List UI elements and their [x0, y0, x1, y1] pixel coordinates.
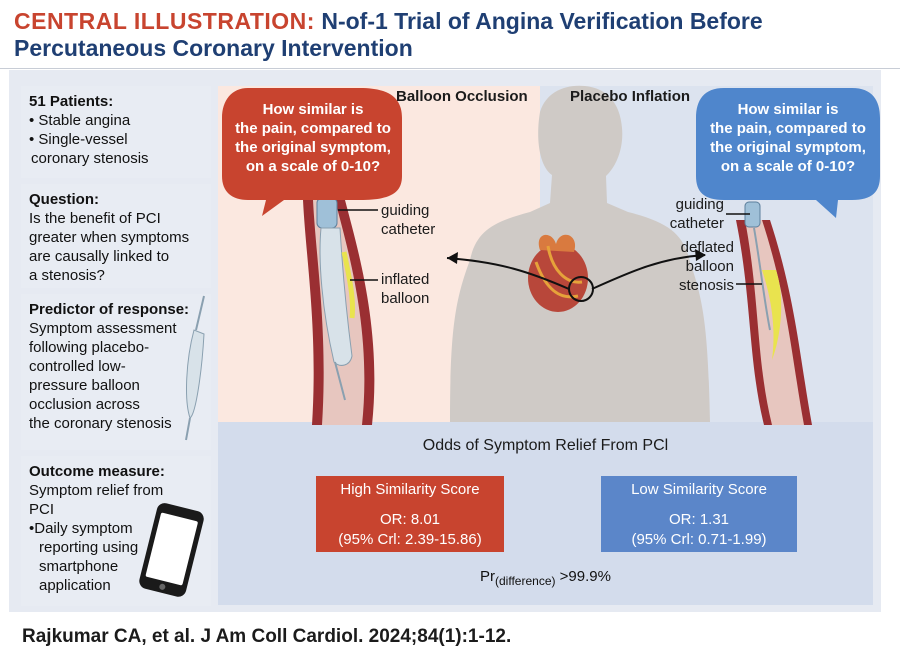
- arrow-right-icon: [591, 249, 706, 290]
- body-silhouette: [450, 85, 710, 423]
- high-or-value: OR: 8.01: [379, 511, 441, 528]
- citation: Rajkumar CA, et al. J Am Coll Cardiol. 2…: [22, 626, 512, 647]
- question-line: greater when symptoms: [29, 229, 190, 246]
- balloon-catheter-icon: [185, 295, 205, 441]
- bubble-right-text: How similar is the pain, compared to the…: [700, 100, 876, 176]
- right-vessel-icon: [736, 201, 812, 425]
- label-line: guiding: [675, 196, 724, 213]
- question-heading: Question:: [29, 191, 99, 208]
- pr-prefix: Pr: [480, 568, 496, 585]
- label-line: balloon: [685, 258, 734, 275]
- patients-heading: 51 Patients:: [29, 93, 114, 110]
- bubble-right-line: on a scale of 0-10?: [720, 158, 856, 175]
- outcome-line: •Daily symptom: [29, 520, 133, 537]
- label-line: catheter: [669, 215, 724, 232]
- outcome-line: PCI: [29, 501, 55, 518]
- low-similarity-box: Low Similarity Score OR: 1.31 (95% Crl: …: [601, 476, 797, 552]
- patients-item: coronary stenosis: [31, 150, 149, 167]
- patients-item: • Stable angina: [29, 112, 131, 129]
- low-similarity-heading: Low Similarity Score: [631, 481, 767, 498]
- outcome-heading: Outcome measure:: [29, 463, 165, 480]
- left-vessel-icon: [303, 197, 375, 425]
- question-line: Is the benefit of PCI: [29, 210, 161, 227]
- question-line: are causally linked to: [29, 248, 170, 265]
- title-lead: CENTRAL ILLUSTRATION:: [14, 8, 315, 34]
- inflated-balloon-label: inflated balloon: [381, 270, 429, 308]
- label-line: inflated: [381, 271, 430, 288]
- patients-item: • Single-vessel: [29, 131, 128, 148]
- outcome-line: smartphone: [39, 558, 119, 575]
- label-line: guiding: [381, 202, 430, 219]
- low-ci-value: (95% Crl: 0.71-1.99): [631, 531, 767, 548]
- probability-difference: Pr(difference) >99.9%: [218, 568, 873, 588]
- bubble-left-line: the original symptom,: [235, 139, 391, 156]
- title-line2: Percutaneous Coronary Intervention: [14, 35, 413, 61]
- bubble-right-line: the pain, compared to: [710, 120, 866, 137]
- outcome-line: application: [39, 577, 111, 594]
- heart-icon: [528, 234, 594, 312]
- figure-title: CENTRAL ILLUSTRATION: N-of-1 Trial of An…: [14, 8, 884, 62]
- bubble-right-line: the original symptom,: [710, 139, 866, 156]
- odds-title: Odds of Symptom Relief From PCl: [422, 437, 669, 454]
- left-guiding-catheter-label: guiding catheter: [381, 201, 435, 239]
- deflated-balloon-label: deflated balloon: [662, 238, 734, 276]
- patients-box: 51 Patients: • Stable angina • Single-ve…: [21, 86, 211, 178]
- placebo-inflation-label: Placebo Inflation: [570, 88, 691, 105]
- bubble-left-line: How similar is: [262, 101, 364, 118]
- title-divider: [0, 68, 900, 69]
- outcome-line: Symptom relief from: [29, 482, 164, 499]
- low-or-value: OR: 1.31: [668, 511, 730, 528]
- question-line: a stenosis?: [29, 267, 105, 284]
- title-line1: N-of-1 Trial of Angina Verification Befo…: [321, 8, 763, 34]
- smartphone-icon: [139, 503, 204, 597]
- right-guiding-catheter-label: guiding catheter: [668, 195, 724, 233]
- predictor-heading: Predictor of response:: [29, 301, 190, 318]
- predictor-line: pressure balloon: [29, 377, 140, 394]
- predictor-line: Symptom assessment: [29, 320, 177, 337]
- bubble-right-line: How similar is: [737, 101, 839, 118]
- label-line: catheter: [381, 221, 436, 238]
- bubble-left-line: the pain, compared to: [235, 120, 391, 137]
- predictor-line: controlled low-: [29, 358, 126, 375]
- pr-subscript: (difference): [495, 574, 556, 588]
- bubble-left-line: on a scale of 0-10?: [245, 158, 381, 175]
- predictor-line: the coronary stenosis: [29, 415, 172, 432]
- question-box: Question: Is the benefit of PCI greater …: [21, 184, 211, 288]
- right-speech-bubble: [696, 88, 880, 218]
- high-similarity-heading: High Similarity Score: [340, 481, 480, 498]
- left-speech-bubble: [222, 88, 402, 216]
- high-ci-value: (95% Crl: 2.39-15.86): [338, 531, 482, 548]
- arrow-left-icon: [446, 252, 570, 290]
- pr-value: >99.9%: [555, 568, 611, 585]
- balloon-occlusion-label: Balloon Occlusion: [396, 88, 528, 105]
- predictor-line: following placebo-: [29, 339, 150, 356]
- label-line: deflated: [680, 239, 734, 256]
- bubble-left-text: How similar is the pain, compared to the…: [226, 100, 400, 176]
- predictor-line: occlusion across: [29, 396, 140, 413]
- stenosis-label: stenosis: [678, 277, 734, 294]
- outcome-line: reporting using: [39, 539, 139, 556]
- predictor-box: Predictor of response: Symptom assessmen…: [21, 294, 211, 450]
- high-similarity-box: High Similarity Score OR: 8.01 (95% Crl:…: [316, 476, 504, 552]
- label-line: balloon: [381, 290, 430, 307]
